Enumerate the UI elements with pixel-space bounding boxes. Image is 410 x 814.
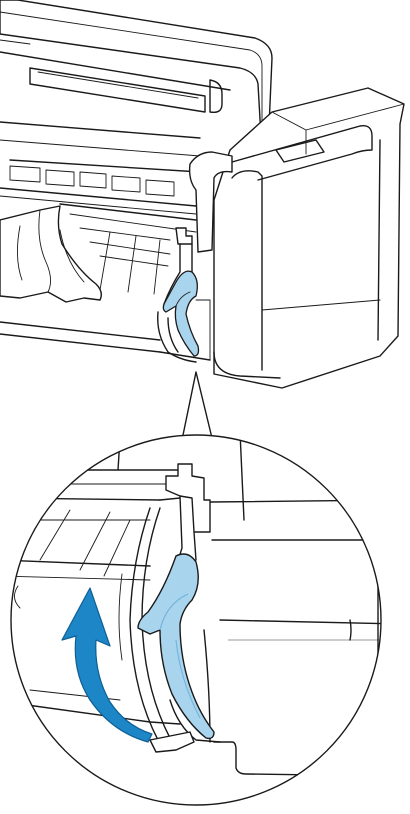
release-lever-large: [137, 553, 215, 740]
paper-sheet: [0, 205, 103, 303]
zoom-view: [10, 434, 382, 806]
callout-pointer: [181, 371, 213, 441]
printer-overview: [0, 0, 405, 441]
printer-base: [0, 321, 211, 361]
release-lever-small: [162, 270, 200, 357]
printer-body-right: [213, 87, 405, 389]
top-cover: [0, 0, 273, 155]
printer-interior: [0, 121, 201, 295]
curved-up-arrow-icon: [61, 587, 153, 743]
